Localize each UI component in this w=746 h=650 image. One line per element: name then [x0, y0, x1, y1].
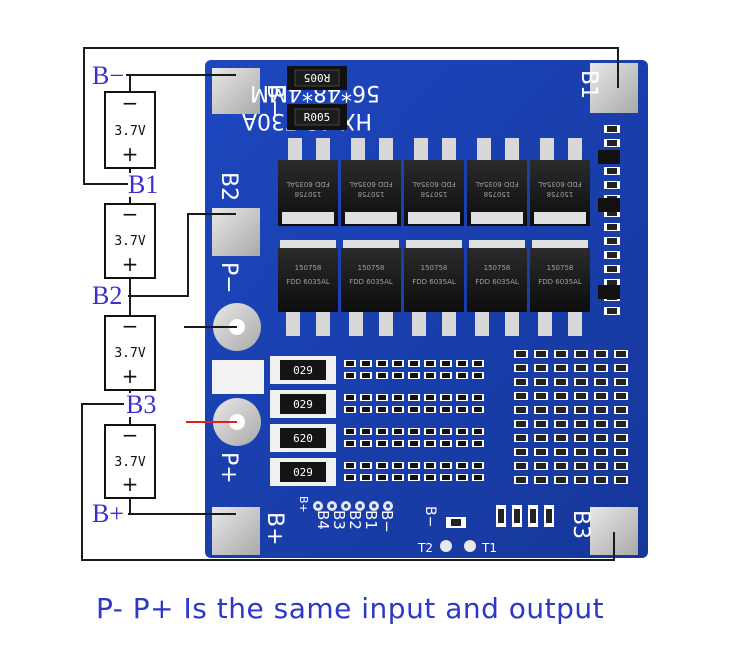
- mosfet-top-date-5: 150758: [547, 190, 574, 198]
- silk-bminus-small: B−: [422, 506, 438, 527]
- node-label-b2: B2: [92, 281, 122, 310]
- mosfet-top-code-3: FDD 6035AL: [412, 180, 456, 188]
- silk-b-plus: B+: [262, 512, 287, 546]
- shunt-resistor-2: R005: [287, 104, 347, 130]
- header-silk-b4: B4: [314, 510, 332, 530]
- silk-t2: T2: [417, 541, 433, 555]
- mosfet-bottom-date-5: 150758: [547, 264, 574, 272]
- resistor-4: 029: [270, 458, 484, 486]
- node-label-b1: B1: [128, 170, 158, 199]
- mosfet-bottom-date-2: 150758: [358, 264, 385, 272]
- wire-b1-loop: [83, 47, 619, 185]
- node-label-b-minus: B−: [92, 61, 124, 90]
- cell-2: − 3.7V +: [104, 202, 156, 279]
- silk-b1: B1: [576, 70, 601, 99]
- resistor-label-1: 029: [293, 364, 313, 377]
- shunt-label-2: R005: [304, 111, 331, 124]
- header-silk-b2: B2: [346, 510, 364, 530]
- header-silk-bminus: B−: [378, 510, 396, 533]
- cell-2-plus: +: [122, 252, 139, 276]
- mosfet-top-code-4: FDD 6035AL: [475, 180, 519, 188]
- mosfet-top-5: FDD 6035AL 150758: [530, 138, 590, 226]
- cell-1: − 3.7V +: [104, 91, 156, 169]
- mosfet-top-date-2: 150758: [358, 190, 385, 198]
- cell-1-minus: −: [122, 91, 139, 115]
- caption: P- P+ Is the same input and output: [96, 592, 605, 625]
- bms-board: B− B1 B2 P− P+ B+ B3 56*48*4MM HX-4S-F30…: [205, 60, 648, 558]
- cell-4: − 3.7V +: [104, 423, 156, 499]
- mosfet-top-code-2: FDD 6035AL: [349, 180, 393, 188]
- battery-stack: − 3.7V + − 3.7V + − 3.7V + − 3.7V + B− B…: [90, 61, 164, 528]
- cell-4-plus: +: [122, 472, 139, 496]
- mosfet-bottom-date-4: 150758: [484, 264, 511, 272]
- mosfet-top-4: FDD 6035AL 150758: [467, 138, 527, 226]
- mosfet-bottom-code-1: FDD 6035AL: [286, 278, 330, 286]
- header-silk-b1: B1: [362, 510, 380, 530]
- mosfet-bottom-date-1: 150758: [295, 264, 322, 272]
- mosfet-bottom-date-3: 150758: [421, 264, 448, 272]
- resistor-label-2: 029: [293, 398, 313, 411]
- resistor-2: 029: [270, 390, 484, 418]
- mosfet-bottom-code-3: FDD 6035AL: [412, 278, 456, 286]
- silk-t1: T1: [481, 541, 497, 555]
- shunt-label-1: R005: [304, 71, 331, 84]
- wire-b3-loop: [81, 403, 615, 561]
- header-silk-bplus: B+: [297, 496, 310, 513]
- cell-3: − 3.7V +: [104, 314, 156, 391]
- node-label-b-plus: B+: [92, 499, 124, 528]
- mosfet-top-3: FDD 6035AL 150758: [404, 138, 464, 226]
- pad-b2: [212, 208, 260, 256]
- mosfet-top-1: FDD 6035AL 150758: [278, 138, 338, 226]
- smd-components-right: [598, 125, 620, 315]
- mosfet-top-date-3: 150758: [421, 190, 448, 198]
- silk-b3: B3: [568, 510, 593, 539]
- resistor-1: 029: [270, 356, 484, 384]
- cell-1-plus: +: [122, 142, 139, 166]
- cell-2-voltage: 3.7V: [114, 234, 145, 249]
- cell-3-minus: −: [122, 314, 139, 338]
- mosfet-bottom-code-5: FDD 6035AL: [538, 278, 582, 286]
- mosfet-bottom-code-4: FDD 6035AL: [475, 278, 519, 286]
- mosfet-top-code-1: FDD 6035AL: [286, 180, 330, 188]
- shunt-resistor-1: R005: [287, 66, 347, 90]
- mosfet-top-code-5: FDD 6035AL: [538, 180, 582, 188]
- cell-3-voltage: 3.7V: [114, 346, 145, 361]
- mosfet-top-date-4: 150758: [484, 190, 511, 198]
- thermistor-pads: T2 T1 B−: [417, 506, 497, 555]
- silk-b2: B2: [216, 172, 241, 201]
- mosfet-top-2: FDD 6035AL 150758: [341, 138, 401, 226]
- silk-b-minus: B−: [262, 84, 287, 118]
- pad-b1: [590, 63, 638, 113]
- cell-4-minus: −: [122, 423, 139, 447]
- silk-p-minus: P−: [216, 262, 241, 294]
- external-wiring: [81, 47, 619, 561]
- mosfet-bottom-code-2: FDD 6035AL: [349, 278, 393, 286]
- cell-4-voltage: 3.7V: [114, 455, 145, 470]
- node-label-b3: B3: [126, 390, 156, 419]
- cell-2-minus: −: [122, 202, 139, 226]
- cell-1-voltage: 3.7V: [114, 124, 145, 139]
- cell-3-plus: +: [122, 364, 139, 388]
- balance-header: B+ B4 B3 B2 B1 B−: [297, 496, 396, 533]
- resistor-3: 620: [270, 424, 484, 452]
- resistor-label-4: 029: [293, 466, 313, 479]
- resistor-label-3: 620: [293, 432, 313, 445]
- mosfet-top-date-1: 150758: [295, 190, 322, 198]
- header-silk-b3: B3: [330, 510, 348, 530]
- silk-p-plus: P+: [216, 452, 241, 484]
- resistor-bank: 029 029 620 029: [270, 350, 628, 486]
- wire-b2: [128, 213, 236, 297]
- bottom-smd-row: [496, 505, 554, 527]
- white-silk-block: [212, 360, 264, 394]
